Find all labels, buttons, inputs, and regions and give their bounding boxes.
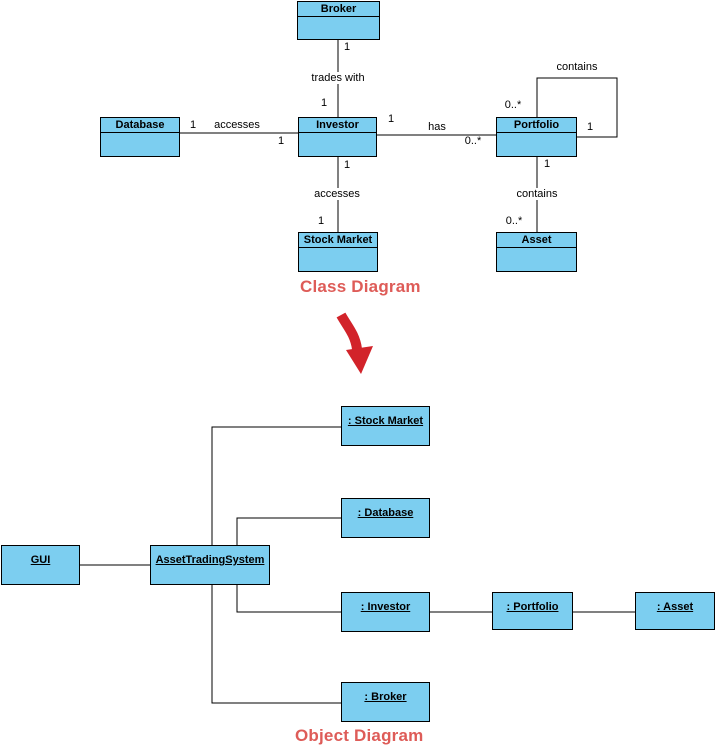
- association-label-accesses-database: accesses: [214, 119, 260, 131]
- association-label-contains-loop: contains: [556, 61, 598, 73]
- edge-ats-database: [236, 517, 341, 545]
- object-diagram-caption: Object Diagram: [295, 726, 424, 745]
- object-box-gui[interactable]: GUI: [1, 545, 80, 585]
- object-name-asset-trading-system: AssetTradingSystem: [155, 554, 265, 566]
- edge-portfolio-self-loop: [536, 77, 618, 138]
- association-label-trades-with: trades with: [308, 72, 368, 84]
- object-name-stock-market: : Stock Market: [347, 415, 424, 427]
- object-box-database[interactable]: : Database: [341, 498, 430, 538]
- class-box-database[interactable]: Database: [100, 117, 180, 157]
- multiplicity-loop-top: 0..*: [504, 99, 522, 111]
- class-box-investor[interactable]: Investor: [298, 117, 377, 157]
- edge-ats-stockmarket: [211, 426, 341, 545]
- class-box-stock-market[interactable]: Stock Market: [298, 232, 378, 272]
- object-name-asset: : Asset: [656, 601, 694, 613]
- class-box-broker[interactable]: Broker: [297, 1, 380, 40]
- class-name-stock-market: Stock Market: [299, 233, 377, 248]
- multiplicity-asset-bottom: 0..*: [505, 215, 523, 227]
- object-box-asset-trading-system[interactable]: AssetTradingSystem: [150, 545, 270, 585]
- class-name-investor: Investor: [299, 118, 376, 133]
- object-box-broker[interactable]: : Broker: [341, 682, 430, 722]
- multiplicity-stockmarket-top: 1: [343, 159, 351, 171]
- class-name-portfolio: Portfolio: [497, 118, 576, 133]
- class-name-asset: Asset: [497, 233, 576, 248]
- class-box-portfolio[interactable]: Portfolio: [496, 117, 577, 157]
- class-name-database: Database: [101, 118, 179, 133]
- class-box-asset[interactable]: Asset: [496, 232, 577, 272]
- edge-ats-broker: [211, 585, 341, 704]
- multiplicity-portfolio-has: 0..*: [464, 135, 482, 147]
- association-label-has: has: [428, 121, 446, 133]
- object-name-investor: : Investor: [360, 601, 411, 613]
- multiplicity-loop-right: 1: [586, 121, 594, 133]
- object-box-stock-market[interactable]: : Stock Market: [341, 406, 430, 446]
- multiplicity-database-end: 1: [189, 119, 197, 131]
- edge-ats-investor: [236, 585, 341, 613]
- association-label-accesses-stockmarket: accesses: [311, 188, 363, 200]
- object-name-broker: : Broker: [364, 691, 407, 703]
- multiplicity-investor-top: 1: [320, 97, 328, 109]
- class-diagram-caption: Class Diagram: [300, 277, 421, 296]
- multiplicity-investor-right: 1: [387, 113, 395, 125]
- multiplicity-stockmarket-bottom: 1: [317, 215, 325, 227]
- class-name-broker: Broker: [298, 2, 379, 17]
- multiplicity-investor-left: 1: [277, 135, 285, 147]
- object-name-database: : Database: [357, 507, 414, 519]
- multiplicity-broker-end: 1: [343, 41, 351, 53]
- association-label-contains-asset: contains: [513, 188, 561, 200]
- object-box-portfolio[interactable]: : Portfolio: [492, 592, 573, 630]
- object-box-investor[interactable]: : Investor: [341, 592, 430, 632]
- object-name-portfolio: : Portfolio: [506, 601, 559, 613]
- multiplicity-asset-top: 1: [543, 158, 551, 170]
- object-name-gui: GUI: [30, 554, 51, 566]
- red-curved-arrow-icon: [336, 312, 373, 374]
- object-box-asset[interactable]: : Asset: [635, 592, 715, 630]
